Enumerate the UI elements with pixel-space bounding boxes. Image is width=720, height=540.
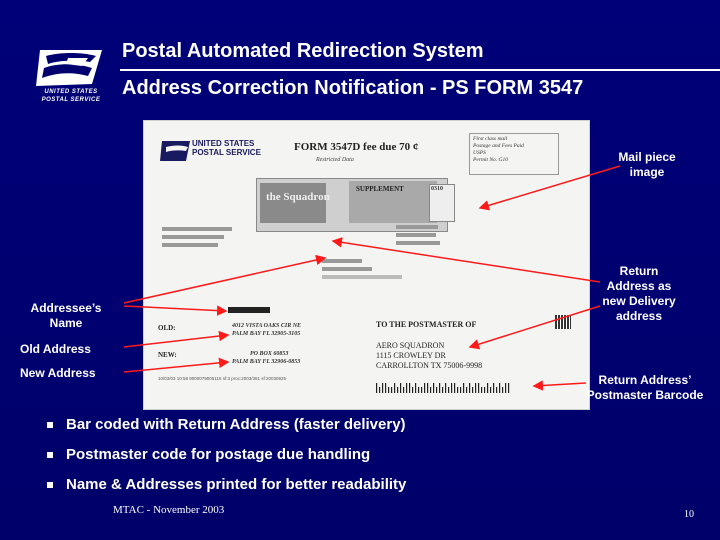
- ship-to-address: AERO SQUADRON 1115 CROWLEY DR CARROLLTON…: [376, 341, 483, 370]
- permit-indicia: First class mail Postage and Fees Paid U…: [469, 133, 559, 175]
- label-issue-number: 0310: [431, 186, 443, 192]
- postmaster-heading: TO THE POSTMASTER OF: [376, 320, 477, 329]
- title-divider: [120, 69, 720, 71]
- mail-piece-image: UNITED STATES POSTAL SERVICE FORM 3547D …: [143, 120, 590, 410]
- return-address-line: [162, 235, 224, 239]
- new-address: PO BOX 60853 PALM BAY FL 32906-0853: [232, 351, 301, 365]
- label-issue-box: [429, 184, 455, 222]
- page-number: 10: [684, 509, 694, 520]
- new-label: NEW:: [158, 351, 177, 359]
- addressee-block-line: [322, 275, 402, 279]
- mailpiece-usps-text: UNITED STATES POSTAL SERVICE: [192, 139, 261, 157]
- label-badge: SUPPLEMENT: [356, 185, 404, 193]
- callout-new-address: New Address: [20, 366, 96, 380]
- return-address-line: [162, 243, 218, 247]
- addressee-block-line: [322, 267, 372, 271]
- callout-mail-piece-image: Mail piece image: [618, 150, 676, 179]
- callout-return-address: Return Address as new Delivery address: [602, 264, 676, 323]
- callout-old-address: Old Address: [20, 342, 91, 356]
- callout-addressee-name: Addressee’s Name: [30, 301, 102, 330]
- bullet-list: Bar coded with Return Address (faster de…: [44, 416, 406, 506]
- small-address-line: [396, 233, 436, 237]
- bullet-item: Name & Addresses printed for better read…: [44, 476, 406, 506]
- addressee-block-line: [322, 259, 362, 263]
- bullet-item: Bar coded with Return Address (faster de…: [44, 416, 406, 446]
- usps-eagle-logo: [36, 50, 102, 86]
- label-badge-panel: [349, 181, 437, 223]
- form-fee-title: FORM 3547D fee due 70 ¢: [294, 141, 419, 153]
- slide-title: Postal Automated Redirection System: [122, 40, 484, 62]
- 2d-barcode: [555, 315, 571, 329]
- label-brand: the Squadron: [266, 191, 330, 203]
- usps-logo-text: UNITED STATES POSTAL SERVICE: [41, 89, 101, 103]
- mailpiece-usps-logo: [160, 141, 190, 161]
- old-address: 4012 VISTA OAKS CIR NE PALM BAY FL 32905…: [232, 323, 302, 337]
- restricted-data-label: Restricted Data: [316, 157, 354, 163]
- small-address-line: [396, 225, 438, 229]
- footer-text: MTAC - November 2003: [113, 504, 225, 516]
- small-address-line: [396, 241, 440, 245]
- addressee-name-redacted: [228, 307, 270, 313]
- label-brand-panel: [260, 183, 326, 223]
- slide-subtitle: Address Correction Notification - PS FOR…: [122, 77, 584, 99]
- bullet-item: Postmaster code for postage due handling: [44, 446, 406, 476]
- old-label: OLD:: [158, 324, 176, 332]
- postmaster-barcode: [376, 383, 510, 393]
- return-address-line: [162, 227, 232, 231]
- mailpiece-footer-code: 10/03/03 10:58 9000079005115 sf:3 proc:2…: [158, 376, 287, 381]
- callout-postmaster-barcode: Return Address’ Postmaster Barcode: [586, 373, 704, 402]
